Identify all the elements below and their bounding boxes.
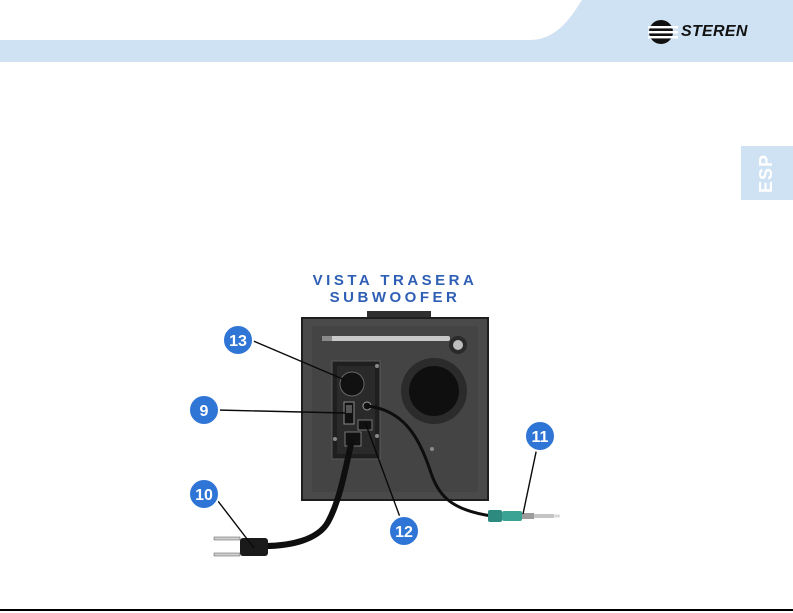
footer-rule [0, 609, 793, 611]
satellite-output-icon [358, 420, 372, 430]
callout-12-label: 12 [395, 524, 413, 541]
callout-10: 10 [189, 479, 219, 509]
callout-11: 11 [525, 421, 555, 451]
callout-13: 13 [223, 325, 253, 355]
power-plug-icon [214, 537, 268, 556]
bass-port-icon [401, 358, 467, 424]
callout-11-label: 11 [532, 429, 549, 446]
callout-9-label: 9 [200, 403, 209, 420]
bass-knob-icon [340, 372, 364, 396]
callout-9: 9 [189, 395, 219, 425]
callout-10-label: 10 [195, 487, 213, 504]
callout-13-label: 13 [229, 333, 247, 350]
callout-12: 12 [389, 516, 419, 546]
